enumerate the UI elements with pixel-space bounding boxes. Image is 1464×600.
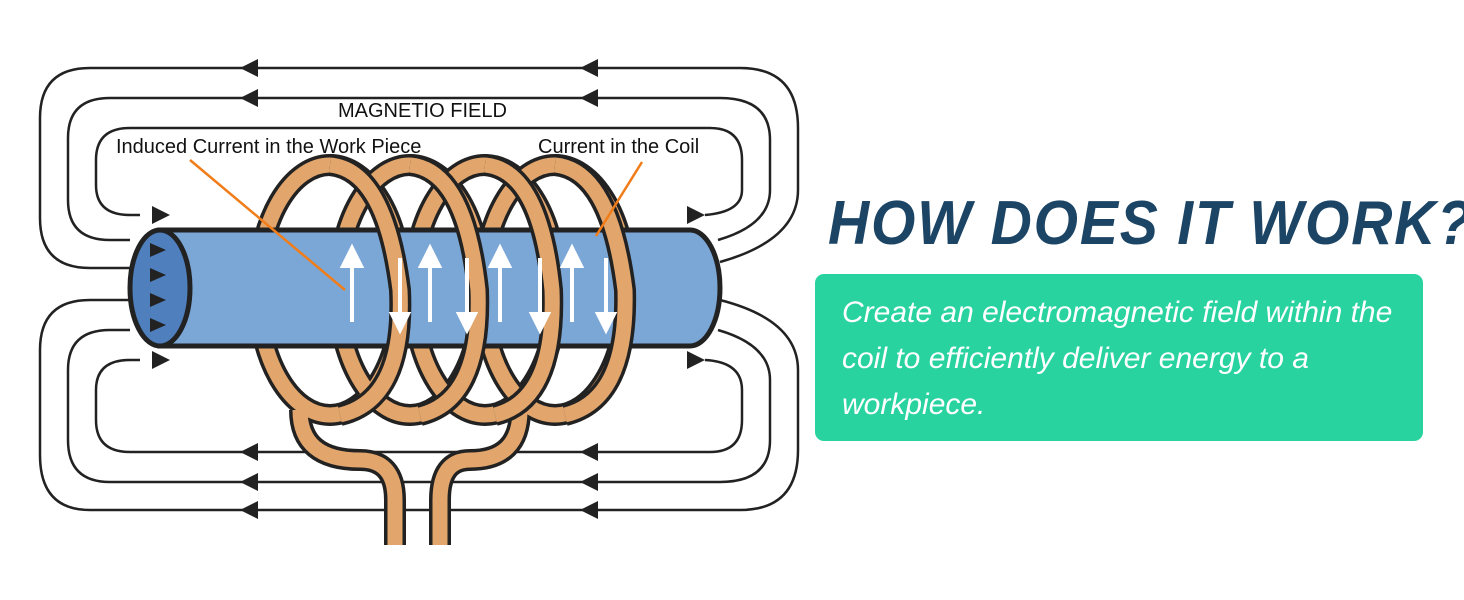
arrow-icon: [580, 443, 598, 461]
field-loop: [66, 96, 772, 242]
arrow-icon: [152, 351, 170, 369]
pointer-lines: [189, 159, 644, 291]
field-loop: [94, 358, 744, 454]
arrow-icon: [580, 501, 598, 519]
field-loop: [38, 66, 800, 270]
current-arrows: [339, 243, 618, 335]
arrow-icon: [687, 351, 705, 369]
arrow-icon: [687, 206, 705, 224]
arrow-down-icon: [528, 312, 552, 335]
arrow-down-icon: [388, 312, 412, 335]
induction-diagram: MAGNETIO FIELD Induced Current in the Wo…: [38, 59, 800, 545]
arrow-icon: [152, 206, 170, 224]
coil-back: [247, 154, 638, 545]
arrow-up-icon: [339, 243, 365, 268]
arrow-icon: [240, 59, 258, 77]
field-loop: [94, 126, 744, 217]
coil-current-label: Current in the Coil: [538, 136, 699, 158]
arrow-icon: [580, 473, 598, 491]
magnetic-field-lines: [38, 66, 800, 512]
arrow-down-icon: [455, 312, 479, 335]
field-arrows: [152, 59, 705, 519]
arrow-up-icon: [559, 243, 585, 268]
arrow-down-icon: [594, 312, 618, 335]
arrow-icon: [240, 443, 258, 461]
description-text: Create an electromagnetic field within t…: [842, 296, 1393, 421]
description-box: Create an electromagnetic field within t…: [815, 274, 1423, 441]
arrow-up-icon: [417, 243, 443, 268]
arrow-icon: [580, 59, 598, 77]
field-loop: [66, 328, 772, 484]
arrow-icon: [240, 89, 258, 107]
arrow-icon: [580, 89, 598, 107]
workpiece-current-label: Induced Current in the Work Piece: [116, 136, 421, 158]
field-loop: [38, 298, 800, 512]
workpiece-cylinder: [127, 227, 723, 349]
magnetic-field-label: MAGNETIO FIELD: [338, 100, 507, 122]
arrow-up-icon: [487, 243, 513, 268]
arrow-icon: [240, 473, 258, 491]
heading: HOW DOES IT WORK?: [828, 189, 1464, 258]
arrow-icon: [240, 501, 258, 519]
